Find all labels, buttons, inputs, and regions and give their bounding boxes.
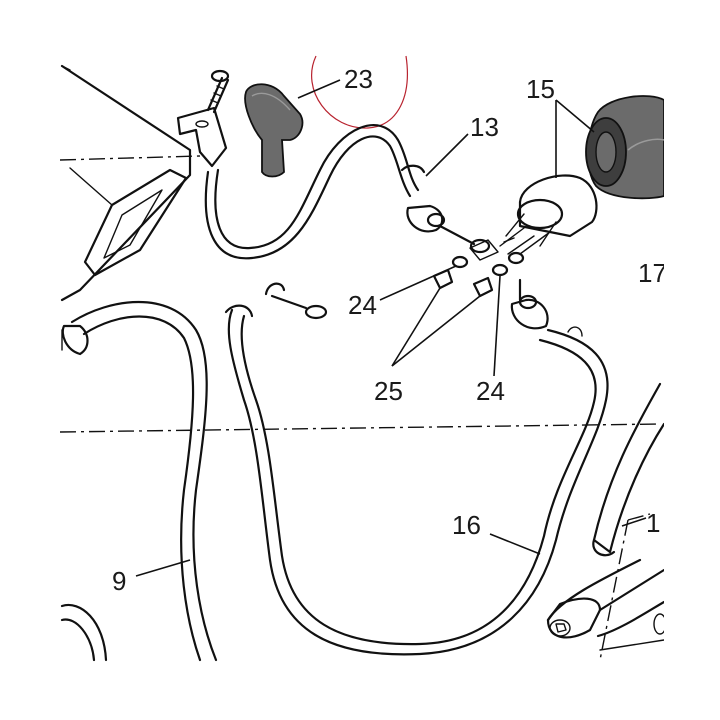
callout-25: 25 (374, 376, 403, 406)
studs-and-hardware (432, 227, 551, 298)
callout-24-left: 24 (348, 290, 377, 320)
center-lines (59, 155, 661, 433)
callout-16: 16 (452, 510, 481, 540)
bottom-edge-mask (0, 662, 720, 720)
cable-13-eyelet (438, 224, 491, 254)
callout-17: 17 (638, 258, 667, 288)
callout-1: 1 (646, 508, 660, 538)
right-edge-mask (664, 0, 720, 720)
part-15-cylinder (505, 174, 598, 247)
callout-13: 13 (470, 112, 499, 142)
left-housing-panel (60, 64, 192, 302)
callout-9: 9 (112, 566, 126, 596)
part-23-cap (244, 83, 304, 178)
left-edge-mask (0, 0, 60, 720)
highlight-circle (311, 55, 408, 129)
cable-9 (61, 301, 218, 662)
part-15-sleeve (585, 95, 665, 200)
cable-13 (204, 124, 446, 260)
mounting-bracket (176, 106, 228, 168)
callout-15: 15 (526, 74, 555, 104)
cable-16 (224, 278, 609, 656)
right-frame-lever (546, 382, 667, 661)
callout-labels: 23 15 13 17 24 25 24 16 9 1 (112, 64, 667, 596)
screw-part (206, 69, 230, 114)
bottom-left-ring (60, 603, 108, 662)
callout-24-right: 24 (476, 376, 505, 406)
leader-lines (135, 79, 647, 577)
callout-23: 23 (344, 64, 373, 94)
